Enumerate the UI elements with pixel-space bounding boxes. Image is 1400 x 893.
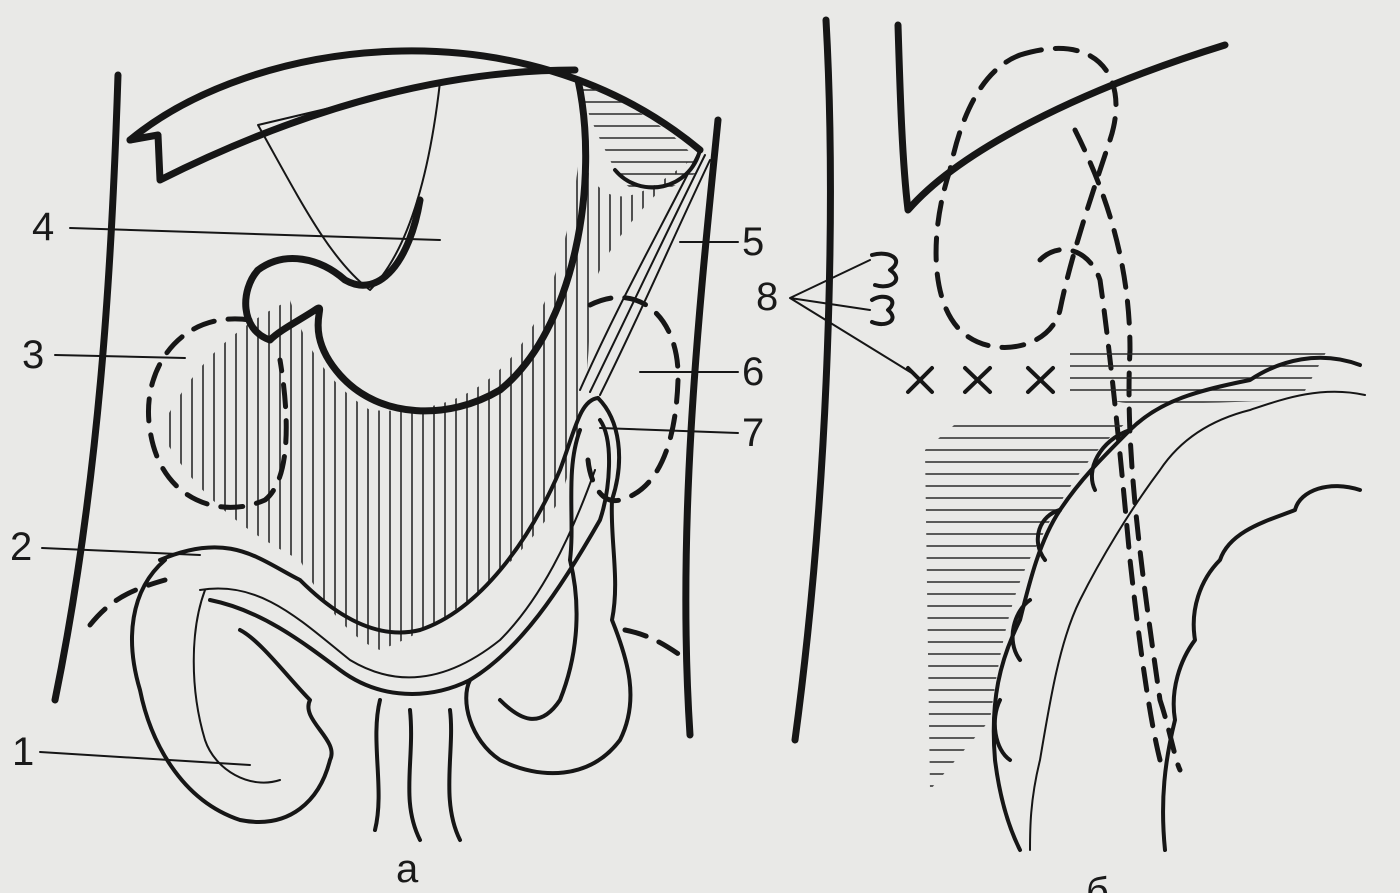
- leader-line-2: [42, 548, 200, 555]
- panel-b-colon-right: [1163, 486, 1360, 850]
- panel-b-body-wall: [795, 20, 830, 740]
- liver-edge: [130, 70, 575, 180]
- mesentery-hatched-area: [160, 150, 690, 650]
- suture-mark: [965, 368, 990, 392]
- dashed-hint-left: [90, 580, 165, 625]
- lower-intestine-segments: [375, 700, 460, 840]
- label-4: 4: [32, 205, 54, 249]
- leader-line-1: [40, 752, 250, 765]
- panel-b: 8 б: [756, 20, 1365, 893]
- dashed-hint-right: [625, 630, 680, 655]
- suture-mark: [872, 297, 893, 324]
- leader-line-3: [55, 355, 185, 358]
- panel-b-hatched-area: [925, 420, 1130, 790]
- leader-line-7: [600, 428, 738, 433]
- sutures: [872, 254, 1053, 392]
- label-3: 3: [22, 333, 44, 377]
- suture-mark: [908, 368, 932, 392]
- leader-line-4: [70, 228, 440, 240]
- label-6: 6: [742, 350, 764, 394]
- panel-a: 4 3 2 1 5 6 7 а: [10, 51, 764, 891]
- panel-label-b: б: [1086, 870, 1109, 893]
- label-5: 5: [742, 220, 764, 264]
- label-1: 1: [12, 730, 34, 774]
- suture-mark: [1028, 368, 1053, 392]
- label-7: 7: [742, 411, 764, 455]
- label-8: 8: [756, 275, 778, 319]
- right-body-wall: [686, 120, 718, 735]
- suture-mark: [872, 254, 896, 287]
- panel-label-a: а: [396, 847, 419, 891]
- panel-b-hatched-band: [1070, 345, 1330, 405]
- label-2: 2: [10, 525, 32, 569]
- lower-left-loop: [132, 560, 332, 822]
- left-body-wall: [55, 75, 118, 700]
